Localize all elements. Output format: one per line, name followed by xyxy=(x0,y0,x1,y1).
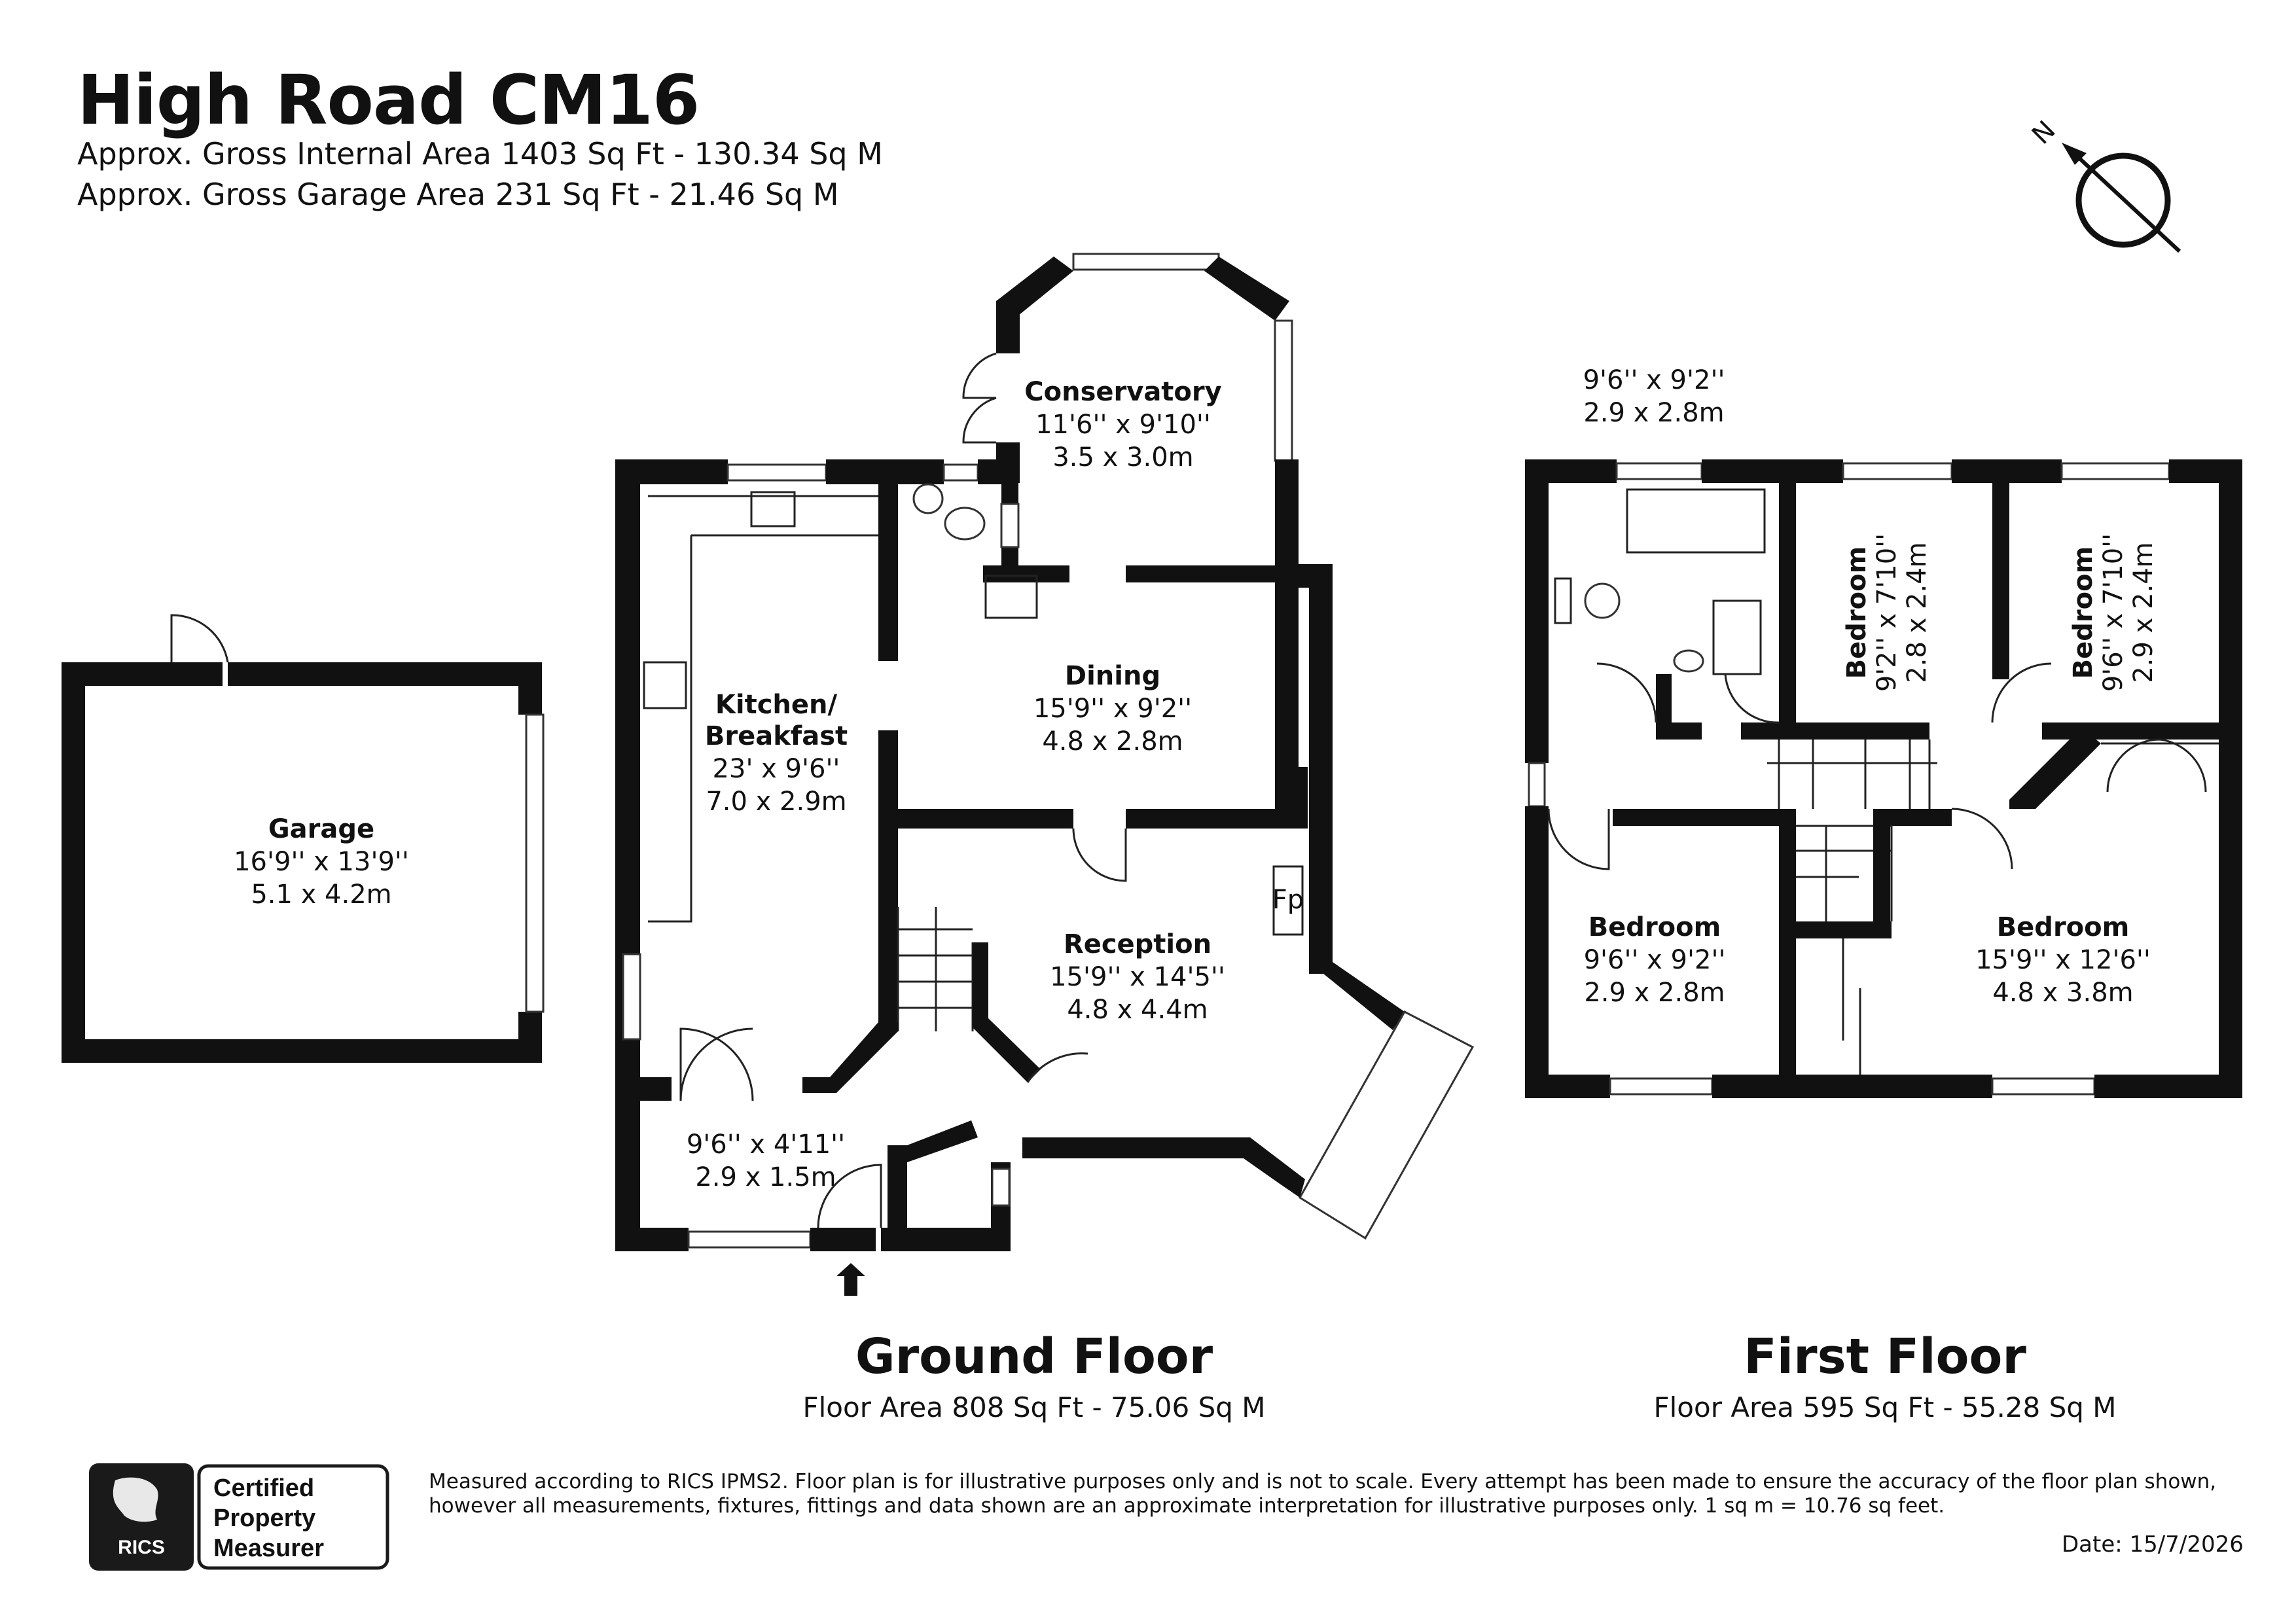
kitchen-metric: 7.0 x 2.9m xyxy=(706,787,846,817)
badge-line2: Property xyxy=(213,1505,315,1532)
reception-metric: 4.8 x 4.4m xyxy=(1067,995,1208,1025)
garage-plan xyxy=(62,614,545,1063)
bedroom3-name: Bedroom xyxy=(2068,546,2098,679)
kitchen-name-line2: Breakfast xyxy=(705,721,848,751)
badge-line1: Certified xyxy=(213,1474,314,1502)
bedroom3-metric: 2.9 x 2.4m xyxy=(2128,542,2159,683)
ground-floor-plan xyxy=(615,253,1475,1296)
ground-floor-area: Floor Area 808 Sq Ft - 75.06 Sq M xyxy=(802,1391,1266,1423)
north-label: N xyxy=(2026,115,2062,151)
first-floor-plan xyxy=(1525,459,2242,1098)
reception-name: Reception xyxy=(1064,929,1211,959)
garage-name: Garage xyxy=(268,814,374,844)
first-floor-area: Floor Area 595 Sq Ft - 55.28 Sq M xyxy=(1653,1391,2117,1423)
kitchen-name-line1: Kitchen/ xyxy=(715,690,838,720)
bedroom1-name: Bedroom xyxy=(1997,912,2130,942)
disclaimer-text: Measured according to RICS IPMS2. Floor … xyxy=(429,1470,2217,1518)
dining-imperial: 15'9'' x 9'2'' xyxy=(1033,694,1192,724)
kitchen-imperial: 23' x 9'6'' xyxy=(713,754,840,784)
conservatory-metric: 3.5 x 3.0m xyxy=(1052,442,1193,473)
dining-metric: 4.8 x 2.8m xyxy=(1042,726,1183,757)
ground-floor-heading: Ground Floor xyxy=(855,1329,1213,1385)
bedroom4-imperial: 9'6'' x 9'2'' xyxy=(1584,945,1726,975)
conservatory-name: Conservatory xyxy=(1024,377,1221,407)
rics-badge: RICS Certified Property Measurer xyxy=(89,1463,390,1571)
fireplace-label: Fp xyxy=(1272,885,1304,915)
garage-metric: 5.1 x 4.2m xyxy=(251,880,391,910)
bedroom2-imperial: 9'2'' x 7'10'' xyxy=(1872,533,1902,692)
bedroom2-metric: 2.8 x 2.4m xyxy=(1902,542,1932,683)
bedroom1-imperial: 15'9'' x 12'6'' xyxy=(1975,945,2151,975)
badge-line3: Measurer xyxy=(213,1535,324,1562)
first-floor-heading: First Floor xyxy=(1744,1329,2026,1385)
internal-area-text: Approx. Gross Internal Area 1403 Sq Ft -… xyxy=(77,136,883,171)
bathroom-imperial: 9'6'' x 9'2'' xyxy=(1583,365,1725,395)
compass-icon: N xyxy=(2026,115,2181,253)
rics-logo-text: RICS xyxy=(118,1537,165,1558)
bedroom1-metric: 4.8 x 3.8m xyxy=(1992,978,2133,1008)
dining-name: Dining xyxy=(1065,661,1160,691)
hall-metric: 2.9 x 1.5m xyxy=(695,1162,836,1192)
bathroom-metric: 2.9 x 2.8m xyxy=(1583,398,1724,428)
bedroom2-name: Bedroom xyxy=(1842,546,1872,679)
reception-imperial: 15'9'' x 14'5'' xyxy=(1050,962,1225,992)
garage-area-text: Approx. Gross Garage Area 231 Sq Ft - 21… xyxy=(77,177,839,212)
bedroom3-imperial: 9'6'' x 7'10'' xyxy=(2098,533,2128,692)
rics-lion-icon xyxy=(113,1477,158,1522)
conservatory-imperial: 11'6'' x 9'10'' xyxy=(1035,410,1211,440)
bedroom4-name: Bedroom xyxy=(1588,912,1721,942)
date-text: Date: 15/7/2026 xyxy=(2062,1531,2244,1558)
garage-imperial: 16'9'' x 13'9'' xyxy=(234,847,409,877)
bedroom4-metric: 2.9 x 2.8m xyxy=(1584,978,1725,1008)
page-title: High Road CM16 xyxy=(77,60,700,140)
hall-imperial: 9'6'' x 4'11'' xyxy=(687,1130,845,1160)
